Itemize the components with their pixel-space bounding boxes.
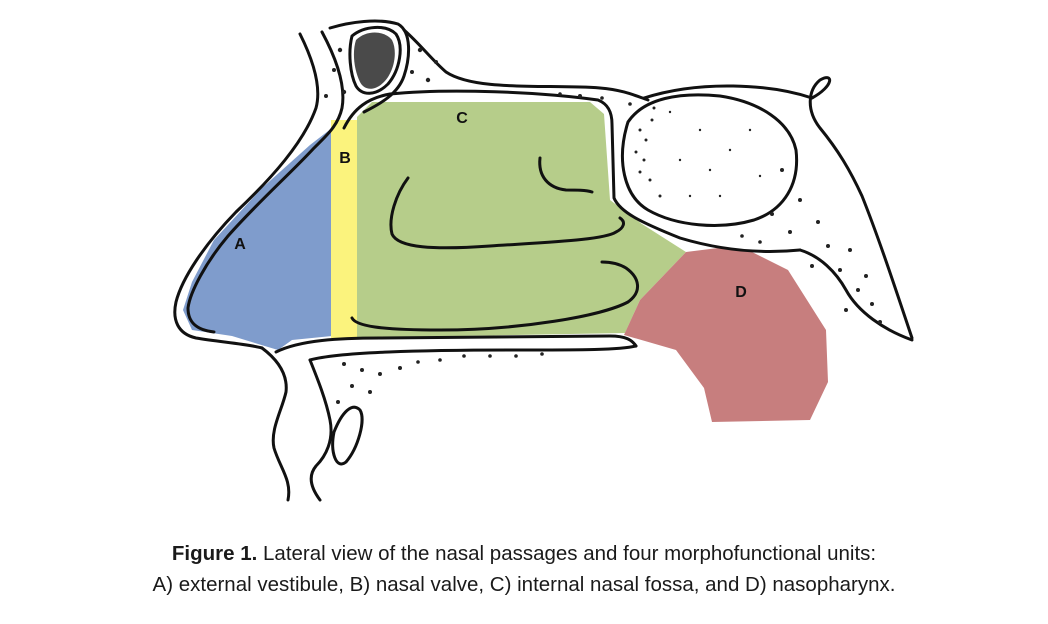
sphenoid-sinus-outline [621,93,799,227]
nose-profile-outer [173,32,320,350]
label-a: A [234,236,246,253]
region-d-nasopharynx [624,248,828,422]
skull-base-inner [798,248,914,342]
frontal-sinus-stipple [353,32,395,89]
region-c-internal-nasal-fossa [357,102,686,338]
figure-caption: Figure 1. Lateral view of the nasal pass… [0,538,1048,600]
skull-base-outer [642,76,914,340]
caption-line-1: Figure 1. Lateral view of the nasal pass… [0,538,1048,569]
label-d: D [735,284,747,301]
frontal-bone-outline [328,19,410,114]
caption-line-2: A) external vestibule, B) nasal valve, C… [152,573,896,596]
maxilla-outline [308,358,333,502]
nose-profile-inner [186,30,345,334]
anatomy-outline [173,19,914,502]
nasal-anatomy-diagram: A B C D [173,19,914,502]
frontal-sinus-outline [348,26,402,95]
hard-palate-lower [308,344,638,362]
label-b: B [339,150,351,167]
middle-turbinate [389,176,625,250]
incisor-tooth [331,405,364,466]
nasal-roof-inner [342,89,802,253]
inferior-turbinate [350,260,639,332]
region-a-external-vestibule [183,128,332,350]
nasal-roof-outer [402,28,650,102]
upper-lip-outline [260,346,291,502]
superior-turbinate [538,156,594,194]
region-b-nasal-valve [331,120,358,338]
hard-palate-upper [274,334,638,354]
label-c: C [456,110,468,127]
caption-text-1: Lateral view of the nasal passages and f… [263,542,877,565]
figure-label: Figure 1. [171,542,258,565]
bone-stippling [324,32,882,404]
